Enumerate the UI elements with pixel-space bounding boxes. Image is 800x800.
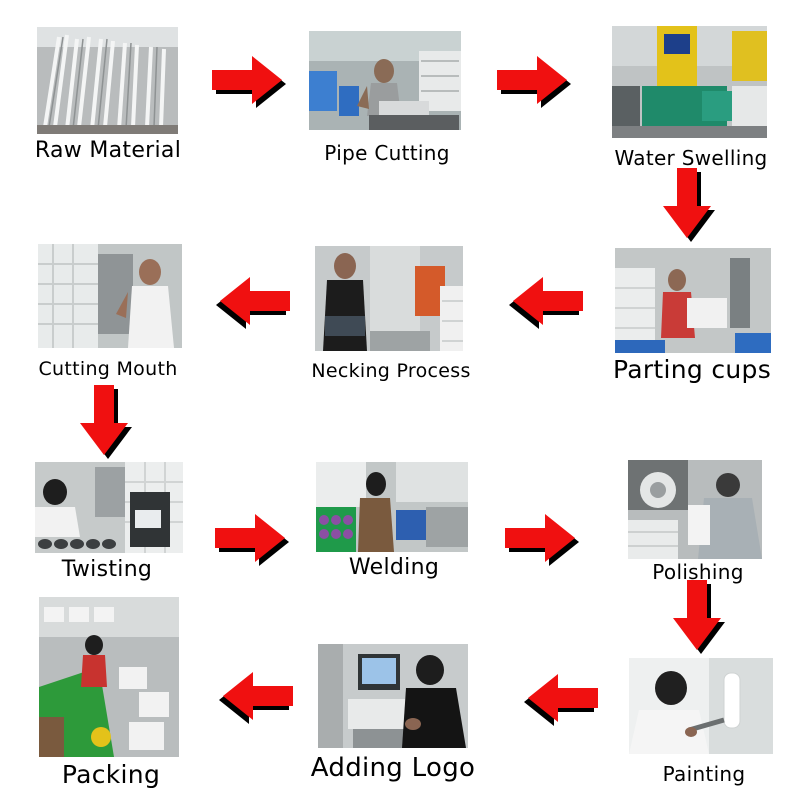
step-photo-parting-cups <box>615 248 771 353</box>
step-label-painting: Painting <box>662 762 746 786</box>
step-label-necking-process: Necking Process <box>311 360 471 382</box>
step-photo-adding-logo <box>318 644 468 748</box>
down-arrow-icon <box>671 580 729 658</box>
step-photo-packing <box>39 597 179 757</box>
right-arrow-icon <box>497 54 575 110</box>
right-arrow-icon <box>212 54 290 110</box>
right-arrow-icon <box>215 512 293 568</box>
step-label-twisting: Twisting <box>61 557 153 582</box>
step-photo-necking-process <box>315 246 463 351</box>
left-arrow-icon <box>212 275 290 331</box>
step-label-cutting-mouth: Cutting Mouth <box>38 358 178 380</box>
right-arrow-icon <box>505 512 583 568</box>
step-photo-water-swelling <box>612 26 767 138</box>
left-arrow-icon <box>505 275 583 331</box>
left-arrow-icon <box>215 670 293 726</box>
step-photo-pipe-cutting <box>309 31 461 130</box>
step-photo-cutting-mouth <box>38 244 182 348</box>
step-photo-welding <box>316 462 468 552</box>
step-photo-twisting <box>35 462 183 553</box>
step-label-welding: Welding <box>348 555 440 580</box>
step-label-parting-cups: Parting cups <box>612 355 772 384</box>
step-label-adding-logo: Adding Logo <box>310 753 476 783</box>
step-label-pipe-cutting: Pipe Cutting <box>324 141 450 165</box>
step-label-water-swelling: Water Swelling <box>614 146 768 170</box>
step-label-packing: Packing <box>61 760 161 789</box>
step-label-raw-material: Raw Material <box>34 138 182 163</box>
left-arrow-icon <box>520 672 598 728</box>
down-arrow-icon <box>78 385 136 463</box>
step-photo-polishing <box>628 460 762 559</box>
step-photo-painting <box>629 658 773 754</box>
down-arrow-icon <box>661 168 719 246</box>
step-photo-raw-material <box>37 27 178 134</box>
